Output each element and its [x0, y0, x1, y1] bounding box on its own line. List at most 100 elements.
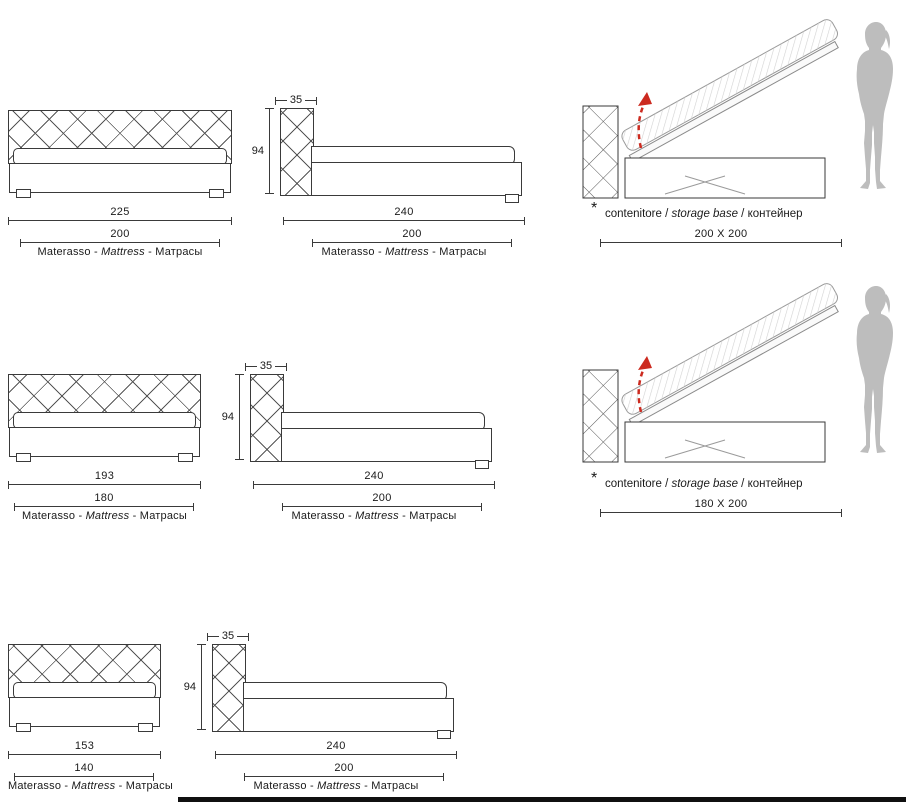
dimension-line: [8, 481, 201, 489]
dimension-tick: [316, 96, 317, 105]
dimension-line: [600, 239, 842, 247]
bed-foot: [505, 194, 519, 203]
dimension-label: 180: [94, 492, 114, 504]
note-text: / контейнер: [737, 478, 803, 490]
bed-front-view: [8, 644, 161, 732]
caption-text-italic: Mattress: [101, 246, 145, 258]
bed-base: [9, 163, 231, 193]
storage-bed-illustration: [575, 8, 906, 206]
bed-foot: [16, 189, 31, 198]
dimension-overall-width: 193: [8, 470, 201, 489]
mattress-caption: Materasso - Mattress - Матрасы: [8, 246, 232, 258]
dimension-tick: [286, 362, 287, 371]
dimension-label: 240: [394, 206, 414, 218]
caption-text: - Матрасы: [428, 246, 487, 258]
dimension-line: [8, 751, 161, 759]
dimension-overall-length: 240: [253, 470, 495, 489]
caption-text: Materasso -: [8, 780, 72, 792]
note-text-italic: storage base: [671, 478, 738, 490]
dimension-line: [215, 751, 457, 759]
dimension-mattress-length: 200: [312, 228, 512, 247]
dimension-label: 35: [259, 360, 273, 372]
dimension-height: 94: [183, 644, 206, 730]
caption-text: Materasso -: [321, 246, 386, 258]
dimension-mattress-width: 200: [20, 228, 220, 247]
dimension-mattress-width: 140: [14, 762, 154, 781]
dimension-tick: [248, 632, 249, 641]
bed-front-view: [8, 374, 201, 462]
dimension-headboard-depth: 35: [275, 94, 317, 107]
dimension-headboard-depth: 35: [207, 630, 249, 643]
dimension-line: [305, 100, 316, 101]
bed-side-view: 35 94: [221, 360, 496, 469]
headboard: [212, 644, 246, 732]
dimension-line: [244, 773, 444, 781]
caption-text-italic: Mattress: [355, 510, 399, 522]
bed-foot: [209, 189, 224, 198]
bed-foot: [16, 453, 31, 462]
asterisk-footnote: *: [591, 470, 598, 487]
dimension-label: 140: [74, 762, 94, 774]
bed-foot: [178, 453, 193, 462]
dimension-label: 225: [110, 206, 130, 218]
dimension-line: [283, 217, 525, 225]
storage-bed-illustration: [575, 272, 906, 470]
dimension-label: 200 X 200: [694, 228, 748, 240]
caption-text: Materasso -: [22, 510, 86, 522]
caption-text-italic: Mattress: [317, 780, 361, 792]
bottom-edge-bar: [178, 797, 906, 802]
bed-foot: [475, 460, 489, 469]
asterisk-footnote: *: [591, 200, 598, 217]
dimension-label: 94: [251, 144, 264, 158]
dimension-label: 35: [221, 630, 235, 642]
dimension-storage-size: 180 X 200: [600, 498, 842, 517]
dimension-height: 94: [251, 108, 274, 194]
dimension-mattress-length: 200: [282, 492, 482, 511]
dimension-line: [8, 217, 232, 225]
dimension-line: [237, 636, 248, 637]
dimension-label: 180 X 200: [694, 498, 748, 510]
dimension-storage-size: 200 X 200: [600, 228, 842, 247]
note-text-italic: storage base: [671, 208, 738, 220]
caption-text: - Матрасы: [129, 510, 187, 522]
dimension-line: [253, 481, 495, 489]
caption-text: - Матрасы: [144, 246, 203, 258]
dimension-line: [14, 773, 154, 781]
bed-front-view: [8, 110, 232, 198]
dimension-label: 200: [402, 228, 422, 240]
headboard: [250, 374, 284, 462]
dimension-mattress-length: 200: [244, 762, 444, 781]
dimension-label: 200: [372, 492, 392, 504]
mattress-caption: Materasso - Mattress - Матрасы: [215, 780, 457, 792]
dimension-label: 94: [221, 410, 234, 424]
dimension-label: 94: [183, 680, 196, 694]
dimension-height: 94: [221, 374, 244, 460]
mattress-caption: Materasso - Mattress - Матрасы: [283, 246, 525, 258]
caption-text-italic: Mattress: [85, 510, 130, 522]
headboard: [280, 108, 314, 196]
dimension-label: 35: [289, 94, 303, 106]
bed-foot: [437, 730, 451, 739]
caption-text-italic: Mattress: [385, 246, 429, 258]
bed-base: [9, 697, 160, 727]
mattress-caption: Materasso - Mattress - Матрасы: [253, 510, 495, 522]
storage-note: contenitore / storage base / контейнер: [605, 478, 803, 490]
dimension-tick: [275, 96, 276, 105]
bed-foot: [16, 723, 31, 732]
bed-base: [311, 162, 522, 196]
caption-text-italic: Mattress: [71, 780, 116, 792]
dimension-line: [275, 366, 286, 367]
note-text: contenitore /: [605, 478, 672, 490]
caption-text: Materasso -: [253, 780, 318, 792]
storage-note: contenitore / storage base / контейнер: [605, 208, 803, 220]
dimension-line: [600, 509, 842, 517]
note-text: / контейнер: [737, 208, 803, 220]
bed-base: [9, 427, 200, 457]
dimension-line: [208, 636, 219, 637]
dimension-label: 200: [334, 762, 354, 774]
caption-text: - Матрасы: [398, 510, 457, 522]
caption-text: - Матрасы: [360, 780, 419, 792]
caption-text: - Матрасы: [115, 780, 173, 792]
dimension-headboard-depth: 35: [245, 360, 287, 373]
dimension-label: 153: [74, 740, 95, 752]
